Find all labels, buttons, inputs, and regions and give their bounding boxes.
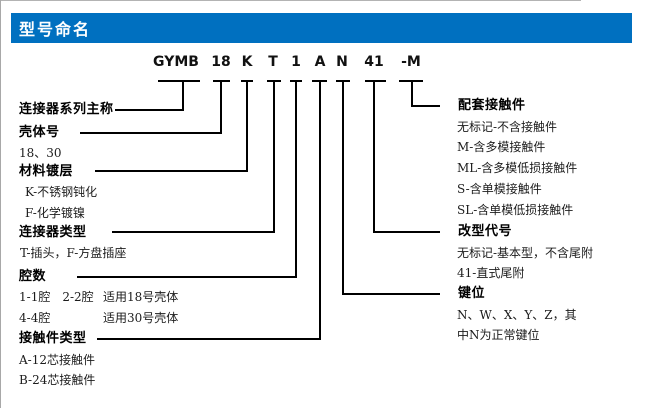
code-segment-contact: A [314,54,326,70]
cavity-note-18: 适用18号壳体 [103,290,179,304]
code-segment-type: T [268,54,278,70]
cavity-codes-30: 4-4腔 [19,311,51,325]
cavity-count-label: 腔数 [19,269,47,284]
key-position-note: 中N为正常键位 [457,328,540,342]
code-segment-mating: -M [401,54,421,70]
page-left-border [0,0,1,408]
code-segment-plating: K [241,54,253,70]
connector-type-values: T-插头，F-方盘插座 [20,246,127,260]
cavity-codes-18: 1-1腔 2-2腔 [19,290,94,304]
mod-code-label: 改型代号 [458,224,513,239]
series-name-label: 连接器系列主称 [19,102,114,117]
cavity-count-item-18shell: 1-1腔 2-2腔适用18号壳体 [19,289,178,305]
mod-item-none: 无标记-基本型，不含尾附 [457,246,594,260]
contact-type-item-a: A-12芯接触件 [19,353,95,367]
contact-type-item-b: B-24芯接触件 [19,373,96,387]
cavity-note-30: 适用30号壳体 [103,311,179,325]
mating-item-ml: ML-含多模低损接触件 [457,161,578,175]
key-position-values: N、W、X、Y、Z，其 [457,308,577,322]
code-segment-series: GYMB [153,54,199,70]
mating-item-none: 无标记-不含接触件 [457,120,558,134]
section-title: 型号命名 [19,20,92,39]
connector-type-label: 连接器类型 [19,225,87,240]
mating-item-m: M-含多模接触件 [457,140,546,154]
shell-number-values: 18、30 [19,146,62,160]
code-segment-shell: 18 [211,54,231,70]
plating-item-f: F-化学镀镍 [25,206,85,220]
cavity-count-item-30shell: 4-4腔 适用30号壳体 [19,310,178,326]
mating-contacts-label: 配套接触件 [458,98,526,113]
key-position-label: 键位 [458,286,486,301]
plating-item-k: K-不锈钢钝化 [25,185,98,199]
section-header-bar: 型号命名 [11,13,632,43]
plating-label: 材料镀层 [19,164,74,179]
shell-number-label: 壳体号 [19,125,60,140]
code-segment-key: N [336,54,348,70]
page-top-border [0,0,581,1]
code-segment-cavity: 1 [291,54,301,70]
mod-item-41: 41-直式尾附 [457,266,525,280]
mating-item-s: S-含单模接触件 [457,182,542,196]
mating-item-sl: SL-含单模低损接触件 [457,203,574,217]
code-segment-mod: 41 [364,54,384,70]
contact-type-label: 接触件类型 [19,331,87,346]
